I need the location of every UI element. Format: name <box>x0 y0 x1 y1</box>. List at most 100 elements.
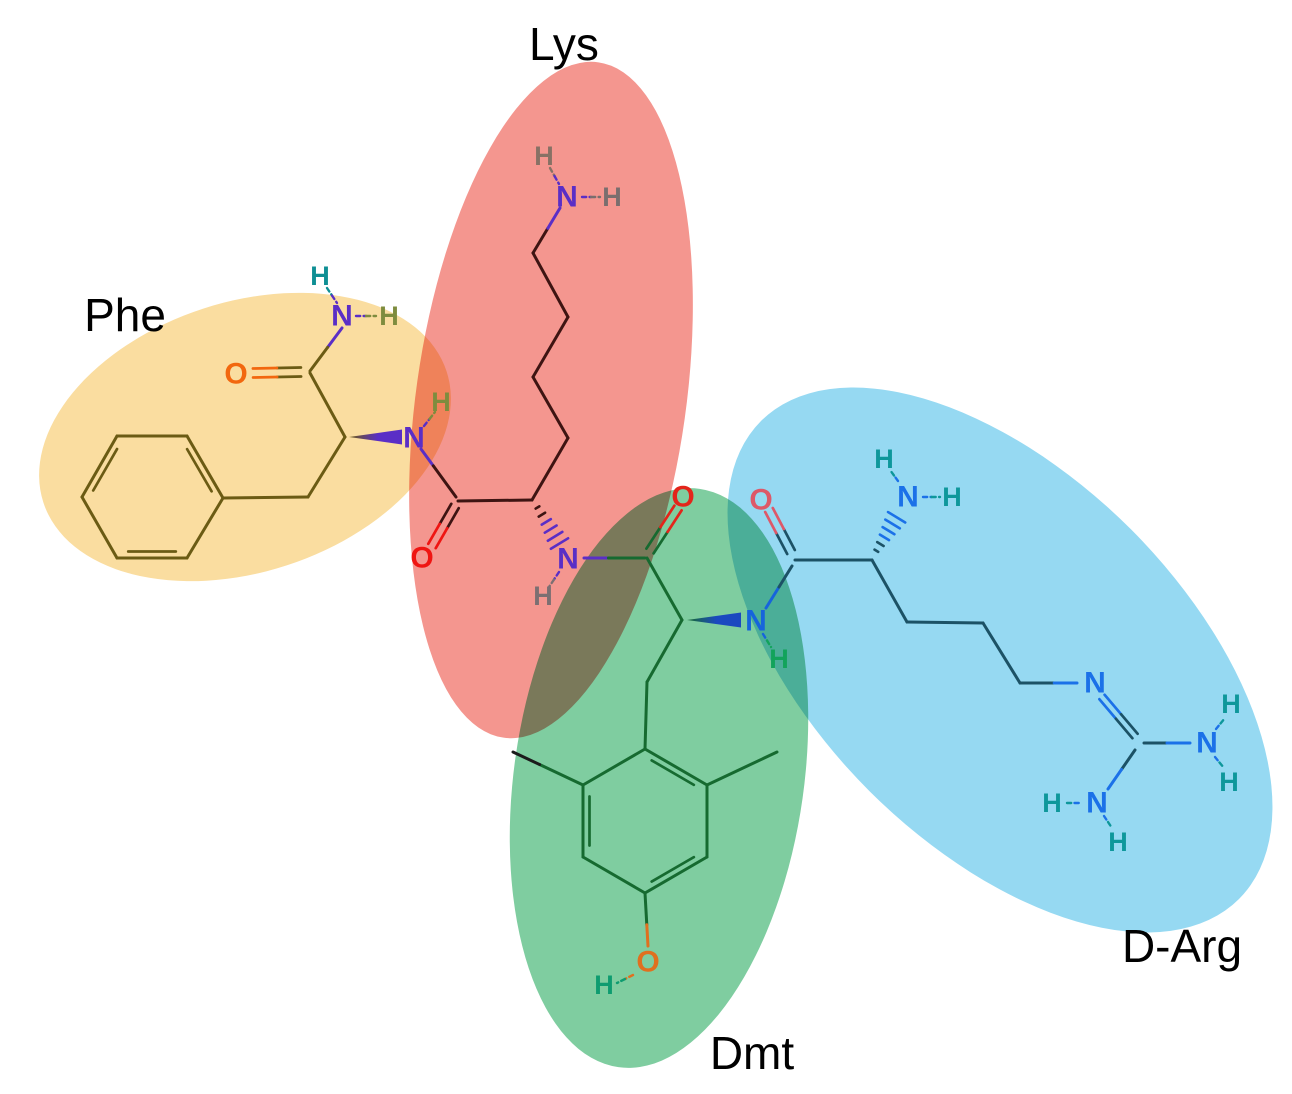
bond <box>1213 755 1221 764</box>
bond <box>666 508 683 534</box>
bond <box>1119 712 1139 736</box>
bond <box>325 286 334 297</box>
bond <box>1120 748 1137 771</box>
lys-carbonyl-o-symbol: O <box>410 542 433 575</box>
bond <box>782 527 797 552</box>
dmt-backbone-n-symbol: N <box>745 605 767 638</box>
bond <box>546 206 562 230</box>
bond <box>765 639 773 649</box>
bond <box>870 558 909 624</box>
bond <box>761 632 769 642</box>
bond <box>80 495 119 560</box>
bond <box>645 923 650 948</box>
bond <box>1106 820 1114 830</box>
bond <box>308 345 330 373</box>
bond <box>1103 693 1123 716</box>
lys-amine-h1-symbol: H <box>534 141 554 171</box>
arg-imine-n-symbol: N <box>1084 667 1106 700</box>
bond <box>419 447 435 468</box>
bond <box>705 750 779 787</box>
bond <box>445 506 461 530</box>
bond <box>615 977 627 985</box>
bond <box>643 855 709 895</box>
bond <box>511 750 542 767</box>
bond <box>426 522 442 546</box>
bond <box>1114 717 1134 740</box>
arg-nh2-h2-symbol: H <box>1219 767 1239 797</box>
phe-backbone-h-symbol: H <box>431 387 451 417</box>
bond <box>251 366 279 370</box>
bond <box>428 410 437 421</box>
bond <box>873 548 880 554</box>
phe-backbone-n-symbol: N <box>403 422 425 455</box>
bond <box>643 680 649 751</box>
bond <box>308 371 347 439</box>
bond <box>185 447 213 493</box>
arg-nh-h1-symbol: H <box>1042 788 1062 818</box>
bond <box>534 505 541 510</box>
bond <box>878 533 891 542</box>
bond <box>438 502 453 526</box>
bond <box>537 511 547 518</box>
arg-amine-h2-symbol: H <box>942 482 962 512</box>
bond <box>777 564 794 589</box>
bond <box>431 464 458 499</box>
bond <box>531 226 550 255</box>
bond <box>884 518 902 530</box>
bond <box>538 763 585 787</box>
bond <box>531 251 570 319</box>
bond <box>275 366 303 370</box>
stereo-wedge-bond <box>349 429 402 445</box>
bond <box>1219 716 1227 725</box>
bond <box>892 474 900 483</box>
bond <box>645 525 662 551</box>
bond <box>981 621 1022 685</box>
bond <box>771 506 786 531</box>
arg-nh-n-symbol: N <box>1086 787 1108 820</box>
phe-highlight <box>39 292 451 582</box>
bond <box>643 747 709 787</box>
bond <box>659 504 676 529</box>
lys-amine-h2-symbol: H <box>602 182 622 212</box>
arg-amine-h1-symbol: H <box>874 444 894 474</box>
bond <box>888 468 896 477</box>
bond <box>326 326 344 349</box>
bond <box>645 556 684 622</box>
bond <box>530 436 570 502</box>
bond <box>456 498 534 503</box>
bond <box>886 510 907 524</box>
bond <box>306 435 347 499</box>
dmt-phenol-h-symbol: H <box>594 970 614 1000</box>
arg-nh2-n-symbol: N <box>1196 727 1218 760</box>
bond <box>643 891 649 927</box>
bond <box>581 747 647 787</box>
bond <box>1106 768 1123 791</box>
bond <box>434 526 449 550</box>
dmt-highlight <box>509 488 809 1068</box>
bond <box>875 540 885 548</box>
bond <box>881 525 896 536</box>
bond <box>531 315 570 379</box>
residue-label-d-arg: D-Arg <box>1122 920 1242 972</box>
bond <box>645 618 684 684</box>
bond <box>1098 697 1118 721</box>
phe-amide-h2-symbol: H <box>379 301 399 331</box>
bond <box>548 166 556 178</box>
bond <box>546 530 564 543</box>
bond <box>185 496 225 560</box>
dmt-backbone-h-symbol: H <box>769 644 789 674</box>
dmt-phenol-o-symbol: O <box>636 946 659 979</box>
bond <box>275 375 303 379</box>
bond <box>422 417 431 428</box>
bond <box>623 973 635 981</box>
lys-amine-n-symbol: N <box>556 181 578 214</box>
bond <box>251 375 279 379</box>
bond <box>905 620 985 625</box>
bond <box>547 578 556 589</box>
stereo-wedge-bond <box>687 612 741 628</box>
bond <box>185 434 225 500</box>
bond <box>540 517 553 526</box>
